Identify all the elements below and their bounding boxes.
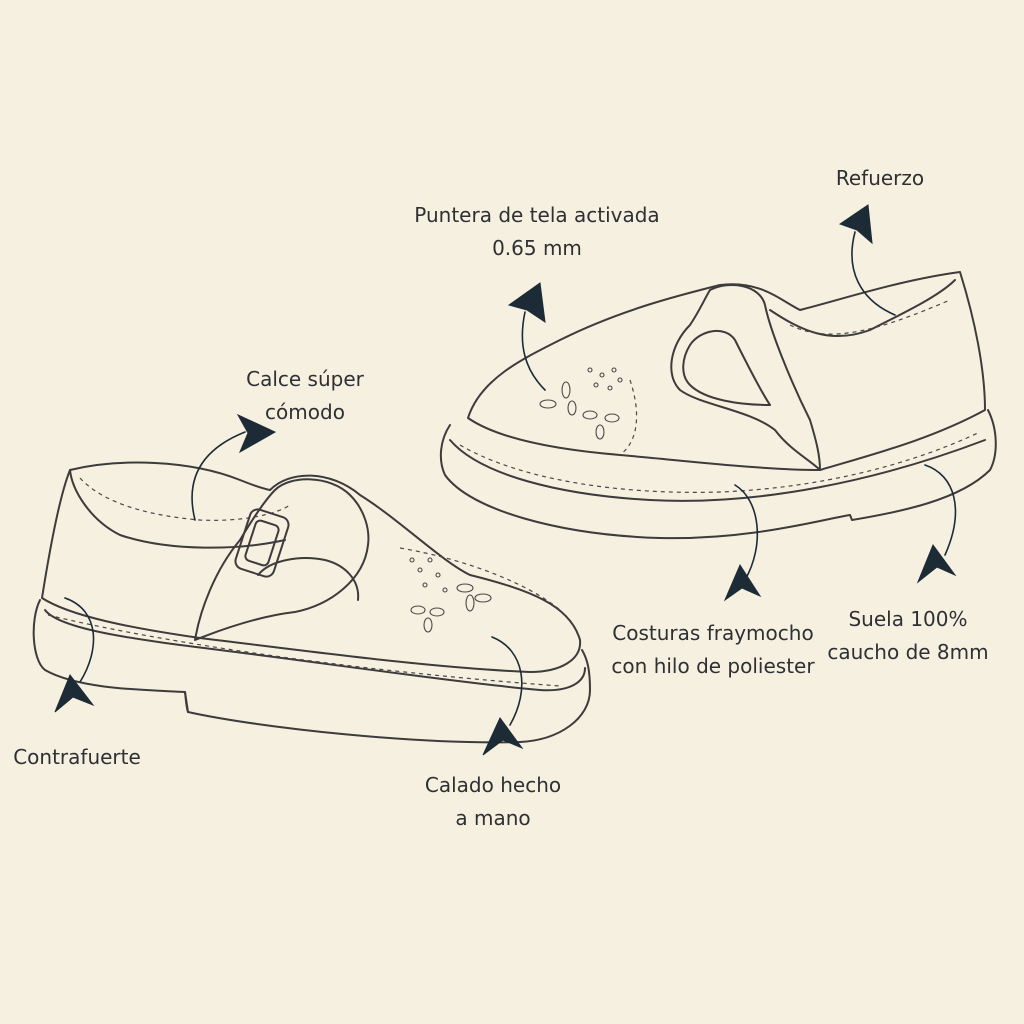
- right-shoe-upper: [467, 271, 986, 471]
- label-calado-line-2: a mano: [455, 806, 531, 830]
- label-suela: Suela 100% caucho de 8mm: [818, 603, 998, 669]
- arrow-refuerzo: [838, 204, 896, 316]
- label-costuras-line-2: con hilo de poliester: [611, 654, 815, 678]
- label-contrafuerte: Contrafuerte: [8, 741, 146, 774]
- left-shoe-strap-inner: [257, 557, 360, 601]
- label-refuerzo: Refuerzo: [820, 162, 940, 195]
- left-shoe-strap: [194, 478, 370, 641]
- right-shoe-collar: [769, 279, 956, 338]
- left-shoe-vamp-stitch: [399, 547, 561, 611]
- arrow-calce: [191, 413, 277, 521]
- right-shoe-welt-stitch: [459, 431, 981, 493]
- left-shoe-welt-stitch: [47, 614, 561, 687]
- right-shoe-collar-stitch: [789, 299, 951, 335]
- arrow-calado: [482, 636, 524, 756]
- label-calado-line-1: Calado hecho: [424, 773, 562, 797]
- label-puntera-line-1: Puntera de tela activada: [414, 203, 660, 227]
- label-suela-line-2: caucho de 8mm: [827, 640, 989, 664]
- right-shoe-sole-edge: [449, 439, 986, 502]
- right-shoe-sole: [439, 409, 997, 540]
- left-shoe-collar-stitch: [79, 477, 291, 521]
- left-shoe-perforations: [409, 557, 492, 633]
- label-puntera: Puntera de tela activada 0.65 mm: [392, 199, 682, 265]
- left-shoe-upper: [41, 461, 582, 673]
- label-contrafuerte-line-1: Contrafuerte: [13, 745, 141, 769]
- left-shoe-sole-edge: [44, 609, 586, 692]
- left-shoe-buckle: [234, 508, 290, 578]
- label-costuras-line-1: Costuras fraymocho: [612, 621, 814, 645]
- label-costuras: Costuras fraymocho con hilo de poliester: [600, 617, 826, 683]
- arrow-suela: [916, 464, 957, 584]
- label-calce-line-1: Calce súper: [246, 367, 364, 391]
- right-shoe-strap: [670, 284, 821, 471]
- arrow-puntera: [507, 282, 546, 391]
- arrow-contrafuerte: [54, 597, 95, 713]
- right-shoe-perforations: [539, 367, 623, 440]
- label-calce-line-2: cómodo: [265, 400, 345, 424]
- right-shoe: [439, 271, 997, 540]
- label-suela-line-1: Suela 100%: [848, 607, 968, 631]
- arrow-costuras: [723, 484, 762, 602]
- left-shoe: [32, 461, 591, 744]
- right-shoe-vamp-stitch: [619, 379, 638, 456]
- label-refuerzo-line-1: Refuerzo: [835, 166, 925, 190]
- label-calce: Calce súper cómodo: [225, 363, 385, 429]
- left-shoe-sole: [32, 599, 591, 744]
- left-shoe-buckle-inner: [244, 519, 280, 567]
- left-shoe-heel-step: [184, 691, 189, 713]
- left-shoe-collar: [69, 469, 286, 549]
- right-shoe-strap-hole: [682, 330, 771, 406]
- label-calado: Calado hecho a mano: [413, 769, 573, 835]
- label-puntera-line-2: 0.65 mm: [492, 236, 582, 260]
